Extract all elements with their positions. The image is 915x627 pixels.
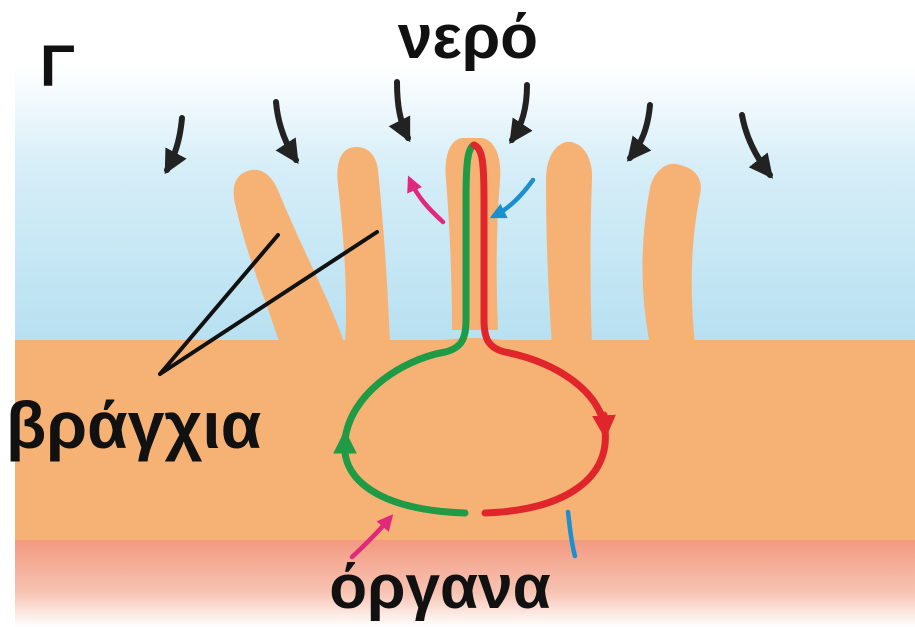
blood-flow-arrow [604, 415, 605, 432]
organs-label: όργανα [329, 553, 550, 622]
gill-filament-center [446, 138, 501, 330]
gill-filament-4 [643, 164, 701, 345]
panel-letter: Γ [40, 34, 75, 99]
gill-filament-3 [546, 142, 592, 345]
water-label: νερό [398, 3, 538, 72]
gills-label: βράγχια [6, 388, 261, 462]
